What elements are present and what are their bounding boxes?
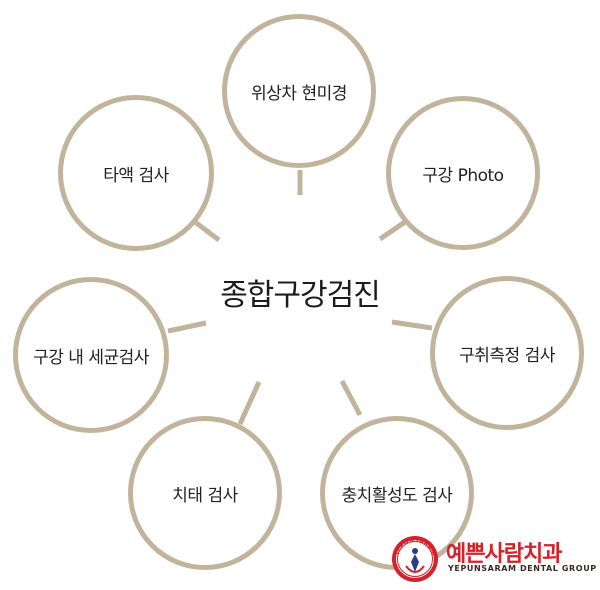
node-label: 구강 내 세균검사 bbox=[33, 347, 149, 368]
node-caries-activity: 충치활성도 검사 bbox=[320, 416, 474, 570]
connector-tongue-coating bbox=[237, 380, 262, 426]
node-label: 치태 검사 bbox=[172, 485, 238, 506]
node-oral-bacteria: 구강 내 세균검사 bbox=[13, 277, 169, 433]
brand-subtitle: YEPUNSARAM DENTAL GROUP bbox=[448, 564, 597, 573]
seal-icon: YEPUNSARAM bbox=[392, 536, 438, 582]
node-acid-measurement: 구취측정 검사 bbox=[430, 276, 584, 430]
node-label: 구취측정 검사 bbox=[459, 345, 555, 366]
brand-logo: YEPUNSARAM 예쁜사람치과 YEPUNSARAM DENTAL GROU… bbox=[390, 534, 597, 582]
connector-caries-activity bbox=[339, 379, 363, 417]
connector-oral-bacteria bbox=[167, 320, 207, 334]
node-label: 충치활성도 검사 bbox=[341, 485, 453, 506]
connector-oral-photo bbox=[378, 219, 407, 242]
node-saliva-test: 타액 검사 bbox=[58, 95, 214, 251]
node-label: 위상차 현미경 bbox=[251, 83, 347, 104]
node-label: 구강 Photo bbox=[422, 165, 504, 186]
node-oral-photo: 구강 Photo bbox=[386, 96, 540, 250]
center-title: 종합구강검진 bbox=[220, 278, 381, 313]
node-label: 타액 검사 bbox=[103, 165, 169, 186]
node-phase-microscope: 위상차 현미경 bbox=[222, 14, 376, 168]
brand-name: 예쁜사람치과 bbox=[446, 542, 562, 567]
connector-saliva-test bbox=[193, 220, 221, 242]
node-tongue-coating: 치태 검사 bbox=[128, 416, 282, 570]
connector-acid-measurement bbox=[391, 319, 433, 331]
